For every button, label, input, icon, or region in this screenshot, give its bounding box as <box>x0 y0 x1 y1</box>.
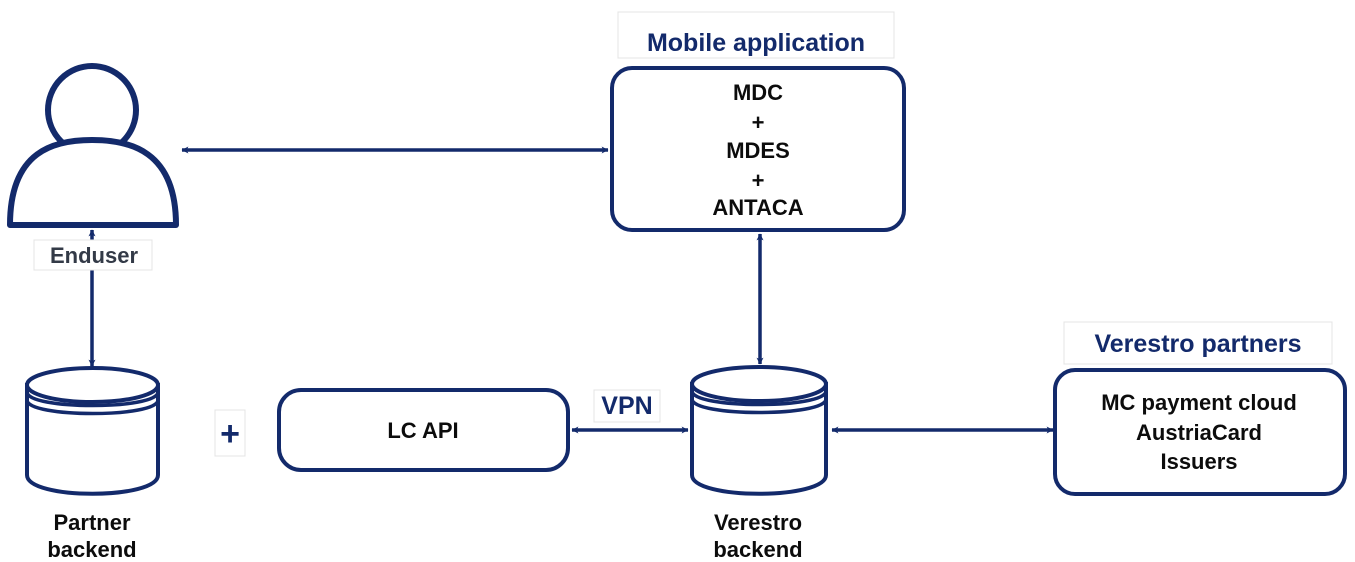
verestro-partners-title-bg <box>1063 321 1333 365</box>
mobile-app-line-1: MDC <box>733 80 783 105</box>
verestro-partners-line-3: Issuers <box>1160 449 1237 474</box>
verestro-backend-database-icon <box>690 365 828 496</box>
mobile-app-line-3: MDES <box>726 138 790 163</box>
lc-api-label: LC API <box>387 418 458 443</box>
partner-backend-database-icon <box>25 366 160 496</box>
verestro-backend-label-line-2: backend <box>713 537 802 562</box>
plus-sign-bg <box>214 409 246 457</box>
user-icon <box>7 63 179 228</box>
verestro-partners-box <box>1053 368 1347 496</box>
mobile-app-box <box>610 66 906 232</box>
verestro-backend-label-line-1: Verestro <box>714 510 802 535</box>
enduser-label: Enduser <box>50 243 138 268</box>
partner-backend-label-line-2: backend <box>47 537 136 562</box>
plus-sign: + <box>220 415 240 453</box>
vpn-label: VPN <box>601 392 652 420</box>
partner-backend-label-line-1: Partner <box>53 510 130 535</box>
mobile-app-line-5: ANTACA <box>712 195 803 220</box>
verestro-partners-line-2: AustriaCard <box>1136 420 1262 445</box>
enduser-label-bg <box>33 239 153 271</box>
verestro-partners-title: Verestro partners <box>1094 330 1301 358</box>
verestro-partners-line-1: MC payment cloud <box>1101 390 1297 415</box>
lc-api-box <box>277 388 570 472</box>
mobile-app-title: Mobile application <box>647 29 865 57</box>
mobile-app-title-bg <box>617 11 895 59</box>
mobile-app-line-2: + <box>752 110 765 135</box>
mobile-app-line-4: + <box>752 168 765 193</box>
vpn-label-bg <box>593 389 661 423</box>
